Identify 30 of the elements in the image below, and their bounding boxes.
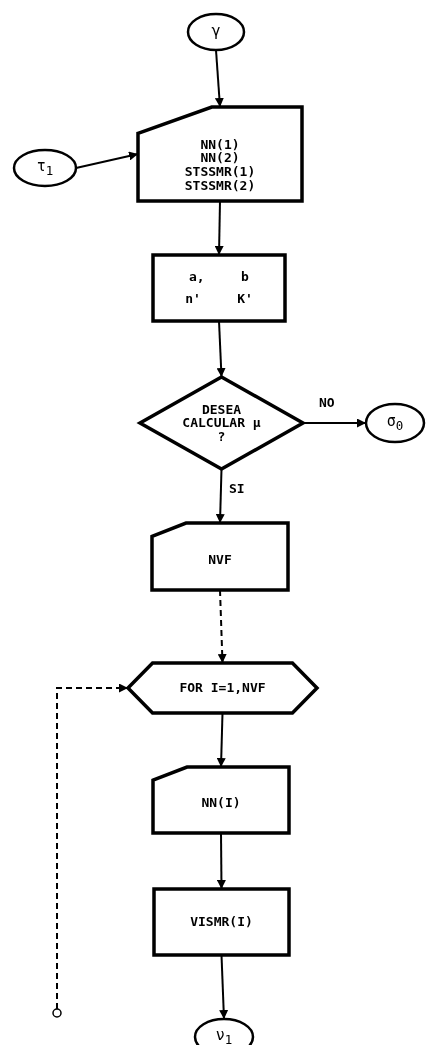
- variable-label: a, b: [189, 270, 249, 284]
- decision-question: DESEA CALCULAR μ ?: [181, 402, 262, 444]
- edge-label: NO: [318, 395, 336, 410]
- variable-label: STSSMR(2): [184, 178, 256, 193]
- connector-symbol: γ: [211, 24, 221, 40]
- variable-label: STSSMR(1): [184, 165, 256, 179]
- connector-ellipse: [14, 150, 76, 186]
- variable-label: NN(I): [201, 796, 241, 810]
- variable-label: NN(2): [200, 151, 240, 165]
- manual-input-box: [152, 523, 288, 590]
- edge-label: SI: [228, 481, 246, 496]
- connector-symbol: ν$_{1}$: [215, 1027, 233, 1045]
- arrow: [56, 683, 129, 1010]
- connector-ellipse: [366, 404, 424, 442]
- arrow: [215, 468, 225, 524]
- manual-input-box: [153, 767, 289, 833]
- variable-label: NN(1): [200, 137, 240, 152]
- terminal-ellipse: [188, 14, 244, 50]
- process-box: [153, 255, 285, 321]
- variable-label: VISMR(I): [190, 915, 253, 929]
- loop-hexagon: [128, 663, 317, 713]
- arrow: [214, 49, 224, 108]
- variable-label: FOR I=1,NVF: [179, 681, 266, 695]
- loop-start-circle: [53, 1009, 61, 1017]
- connector-symbol: τ$_{1}$: [36, 158, 54, 178]
- process-box: [154, 889, 289, 955]
- variable-label: n' K': [185, 292, 253, 306]
- manual-input-box: [138, 107, 302, 201]
- connector-symbol: σ$_{0}$: [386, 413, 404, 433]
- variable-label: NVF: [208, 552, 232, 567]
